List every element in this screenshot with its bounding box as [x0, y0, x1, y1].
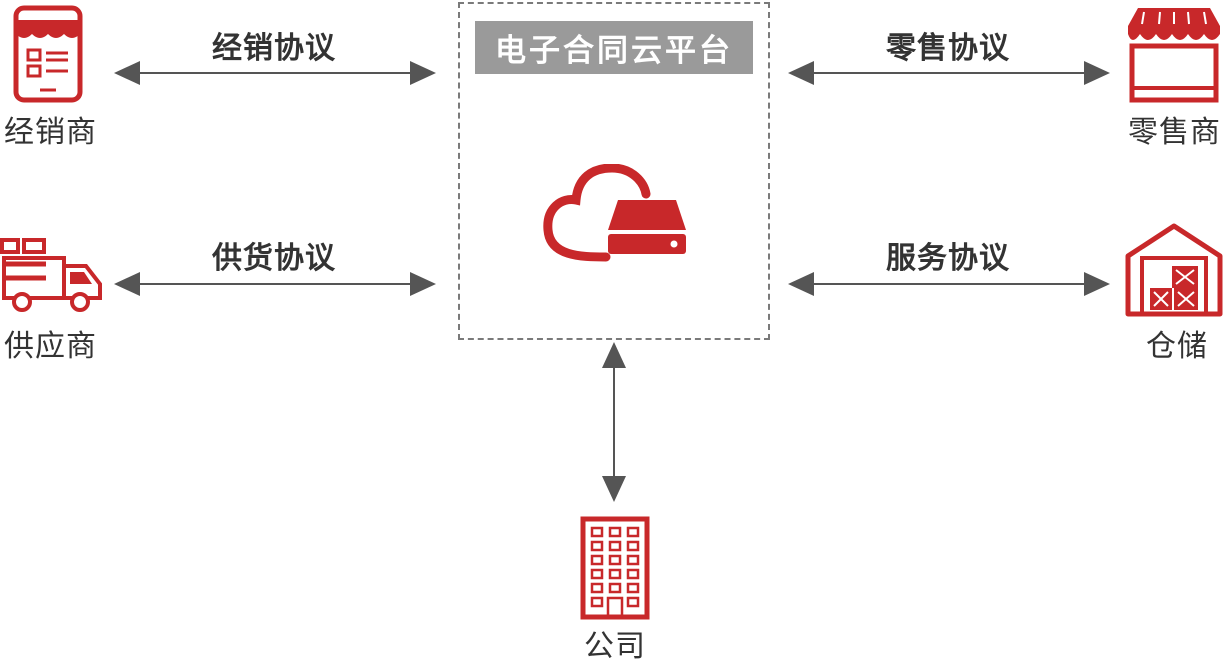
platform-box — [458, 2, 770, 340]
node-retailer: 零售商 — [1128, 115, 1221, 150]
arrow-supply — [114, 272, 436, 296]
office-building-icon — [580, 516, 650, 620]
platform-title: 电子合同云平台 — [475, 21, 753, 74]
arrow-retail — [788, 61, 1110, 85]
node-supplier: 供应商 — [4, 329, 97, 364]
cloud-server-icon — [543, 164, 686, 262]
node-warehouse: 仓储 — [1146, 329, 1208, 364]
mobile-shop-icon — [13, 5, 83, 103]
delivery-truck-icon — [0, 238, 102, 312]
edge-label-retail: 零售协议 — [886, 31, 1010, 66]
edge-label-supply: 供货协议 — [212, 241, 336, 276]
arrow-company — [602, 342, 626, 502]
edge-label-service: 服务协议 — [886, 241, 1010, 276]
storefront-icon — [1128, 8, 1220, 103]
node-distributor: 经销商 — [4, 115, 97, 150]
node-company: 公司 — [584, 629, 646, 664]
edge-label-distribution: 经销协议 — [212, 31, 336, 66]
arrow-service — [788, 272, 1110, 296]
warehouse-icon — [1125, 223, 1223, 317]
arrow-distribution — [114, 61, 436, 85]
